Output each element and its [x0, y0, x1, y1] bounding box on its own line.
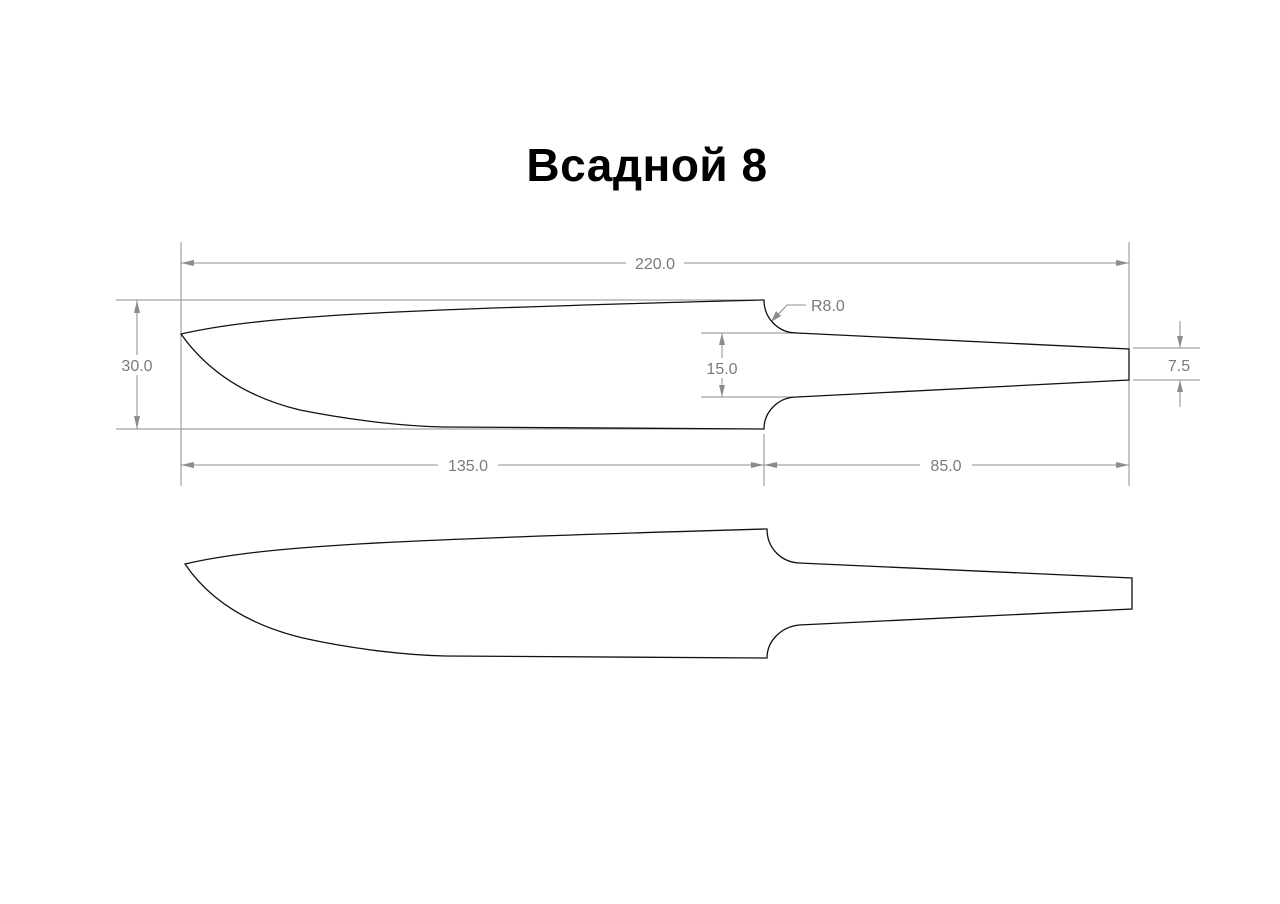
page-title: Всадной 8 [526, 139, 768, 191]
dimension-overall-length: 220.0 [181, 253, 1129, 273]
dimension-label-fillet-radius: R8.0 [811, 298, 845, 315]
dimension-label-overall-length: 220.0 [635, 256, 675, 273]
dimension-tang-root-width: 15.0 [701, 333, 745, 397]
dimension-blade-height: 30.0 [114, 300, 160, 429]
blade-outline-template [183, 528, 1133, 659]
dimension-label-blade-height: 30.0 [121, 358, 152, 375]
dimensioned-blade-view: 220.0 30.0 15.0 7.5 [114, 242, 1200, 486]
dimension-label-tang-end-width: 7.5 [1168, 358, 1190, 375]
dimension-label-blade-length: 135.0 [448, 458, 488, 475]
dimension-fillet-radius: R8.0 [771, 298, 845, 322]
blade-outline-dimensioned [179, 299, 1130, 430]
dimension-blade-length: 135.0 [181, 455, 764, 475]
dimension-label-tang-length: 85.0 [930, 458, 961, 475]
dimension-label-tang-root-width: 15.0 [706, 361, 737, 378]
dimension-tang-length: 85.0 [764, 455, 1129, 475]
dimension-tang-end-width: 7.5 [1168, 321, 1190, 407]
